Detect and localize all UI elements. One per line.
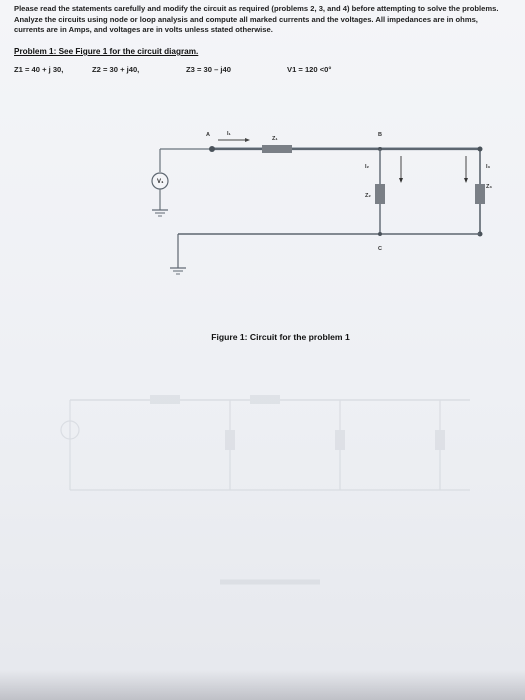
current-i3-label: I₃ <box>486 164 491 170</box>
source-label: V₁ <box>157 179 164 185</box>
node-a-label: A <box>206 132 210 138</box>
circuit-diagram: V₁ A I₁ Z₁ B I₂ Z₂ I₃ Z₃ <box>151 131 492 275</box>
node-c <box>378 232 382 236</box>
z2-label: Z₂ <box>365 193 371 199</box>
show-through-circuit <box>60 395 470 585</box>
current-i1-label: I₁ <box>227 131 232 137</box>
z2-resistor <box>375 184 385 204</box>
problem-heading: Problem 1: See Figure 1 for the circuit … <box>14 47 199 56</box>
z1-label: Z₁ <box>272 136 278 142</box>
z1-resistor <box>262 145 292 153</box>
z3-label: Z₃ <box>486 184 492 190</box>
instructions-text: Please read the statements carefully and… <box>14 4 499 35</box>
node-a <box>209 146 215 152</box>
given-z1: Z1 = 40 + j 30, <box>14 65 64 74</box>
given-z2: Z2 = 30 + j40, <box>92 65 140 74</box>
node-b-label: B <box>378 132 382 138</box>
given-v1: V1 = 120 <0° <box>287 65 332 74</box>
current-i2-label: I₂ <box>365 164 370 170</box>
figure-caption: Figure 1: Circuit for the problem 1 <box>211 332 350 342</box>
node-c-label: C <box>378 246 382 252</box>
z3-resistor <box>475 184 485 204</box>
page-bottom-shadow <box>0 670 525 700</box>
given-z3: Z3 = 30 – j40 <box>186 65 231 74</box>
